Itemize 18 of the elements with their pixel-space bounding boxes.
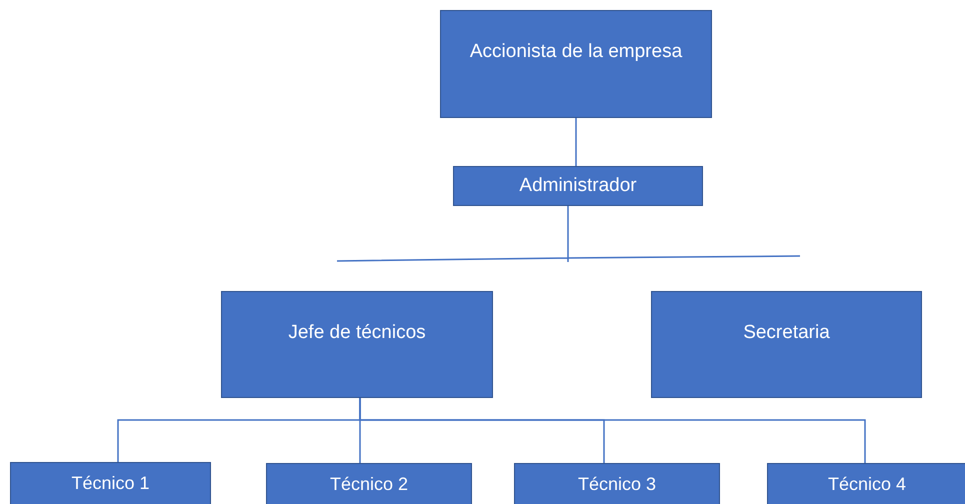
org-box: [651, 291, 922, 398]
box-label: Administrador: [518, 174, 638, 198]
box-label: Jefe de técnicos: [287, 322, 427, 345]
box-label: Técnico 1: [70, 473, 151, 495]
org-box: [440, 10, 712, 118]
box-label: Técnico 4: [826, 474, 908, 496]
box-label: Técnico 3: [576, 474, 658, 496]
org-box: [221, 291, 493, 398]
connector-line: [359, 398, 866, 463]
org-box: [514, 463, 720, 504]
box-label: Secretaria: [742, 322, 831, 345]
org-box: [767, 463, 965, 504]
org-box: [266, 463, 472, 504]
box-label: Técnico 2: [328, 474, 410, 496]
connector-line: [575, 118, 577, 166]
org-box: [453, 166, 703, 206]
box-label: Accionista de la empresa: [468, 41, 684, 64]
org-box: [10, 462, 211, 504]
